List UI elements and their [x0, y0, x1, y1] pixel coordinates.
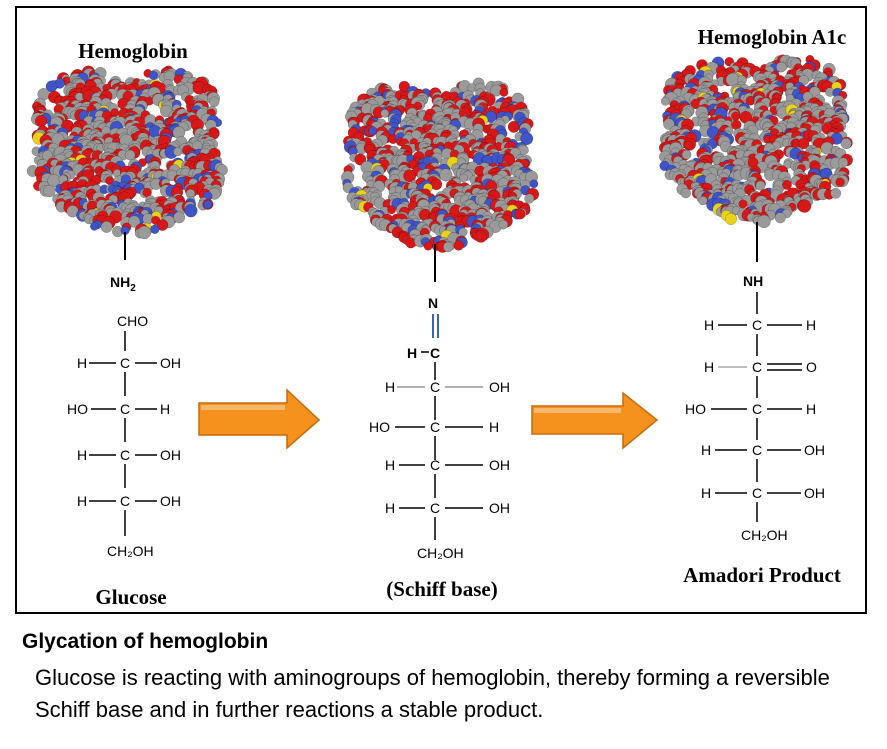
svg-text:HO: HO: [369, 419, 390, 435]
svg-text:C: C: [120, 401, 130, 417]
svg-text:H: H: [385, 457, 395, 473]
svg-text:CH₂OH: CH₂OH: [107, 543, 154, 559]
svg-text:N: N: [428, 295, 438, 311]
glucose-cho: CHO: [117, 313, 148, 329]
label-hemoglobin: Hemoglobin: [78, 39, 188, 63]
svg-text:OH: OH: [489, 457, 510, 473]
svg-text:H: H: [77, 447, 87, 463]
svg-text:HO: HO: [67, 401, 88, 417]
svg-text:H: H: [806, 401, 816, 417]
reaction-arrow-icon: [198, 388, 321, 450]
amadori-structure: NH H C H H C O HO C H H C OH H C OH: [685, 273, 825, 543]
svg-text:C: C: [430, 457, 440, 473]
svg-text:NH: NH: [743, 273, 763, 289]
svg-text:H: H: [806, 317, 816, 333]
label-glucose: Glucose: [95, 585, 166, 609]
svg-text:C: C: [752, 485, 762, 501]
svg-text:HO: HO: [685, 401, 706, 417]
svg-text:H: H: [77, 493, 87, 509]
svg-text:OH: OH: [160, 493, 181, 509]
svg-text:H: H: [385, 379, 395, 395]
svg-text:H: H: [704, 359, 714, 375]
svg-text:C: C: [752, 317, 762, 333]
figure-frame: Hemoglobin Hemoglobin A1c NH2 CHO H C OH…: [15, 6, 867, 614]
svg-text:C: C: [120, 493, 130, 509]
reaction-arrow-icon: [531, 391, 659, 450]
svg-text:C: C: [120, 355, 130, 371]
hemoglobin-molecule-icon: [658, 54, 853, 229]
svg-text:CH₂OH: CH₂OH: [417, 545, 464, 561]
glucose-structure: NH2 CHO H C OH HO C H H C OH H C OH CH₂O…: [67, 274, 181, 559]
svg-text:OH: OH: [804, 442, 825, 458]
hemoglobin-molecule-icon: [341, 77, 540, 253]
schiff-base-structure: N H C H C OH HO C H H C OH H C OH CH₂OH: [369, 295, 510, 561]
svg-text:CH₂OH: CH₂OH: [741, 527, 788, 543]
caption-title: Glycation of hemoglobin: [22, 630, 269, 653]
svg-text:C: C: [752, 401, 762, 417]
svg-text:C: C: [430, 500, 440, 516]
glucose-amine: NH2: [110, 274, 136, 294]
reaction-diagram: Hemoglobin Hemoglobin A1c NH2 CHO H C OH…: [26, 25, 853, 609]
svg-text:OH: OH: [489, 379, 510, 395]
caption-body: Glucose is reacting with aminogroups of …: [35, 665, 830, 722]
hemoglobin-molecule-icon: [26, 65, 228, 240]
svg-text:H: H: [704, 317, 714, 333]
svg-text:C: C: [430, 345, 440, 361]
svg-text:C: C: [430, 379, 440, 395]
svg-text:OH: OH: [160, 355, 181, 371]
svg-text:H: H: [489, 419, 499, 435]
svg-text:H: H: [407, 345, 417, 361]
svg-text:C: C: [120, 447, 130, 463]
svg-text:C: C: [752, 442, 762, 458]
label-hba1c: Hemoglobin A1c: [698, 25, 847, 49]
svg-text:C: C: [752, 359, 762, 375]
label-amadori: Amadori Product: [683, 563, 841, 587]
svg-text:H: H: [385, 500, 395, 516]
svg-text:OH: OH: [804, 485, 825, 501]
label-schiff-base: (Schiff base): [386, 577, 497, 601]
svg-text:H: H: [160, 401, 170, 417]
svg-text:H: H: [701, 485, 711, 501]
svg-text:H: H: [77, 355, 87, 371]
svg-text:OH: OH: [160, 447, 181, 463]
svg-text:OH: OH: [489, 500, 510, 516]
svg-text:O: O: [806, 359, 817, 375]
svg-text:C: C: [430, 419, 440, 435]
svg-text:H: H: [701, 442, 711, 458]
